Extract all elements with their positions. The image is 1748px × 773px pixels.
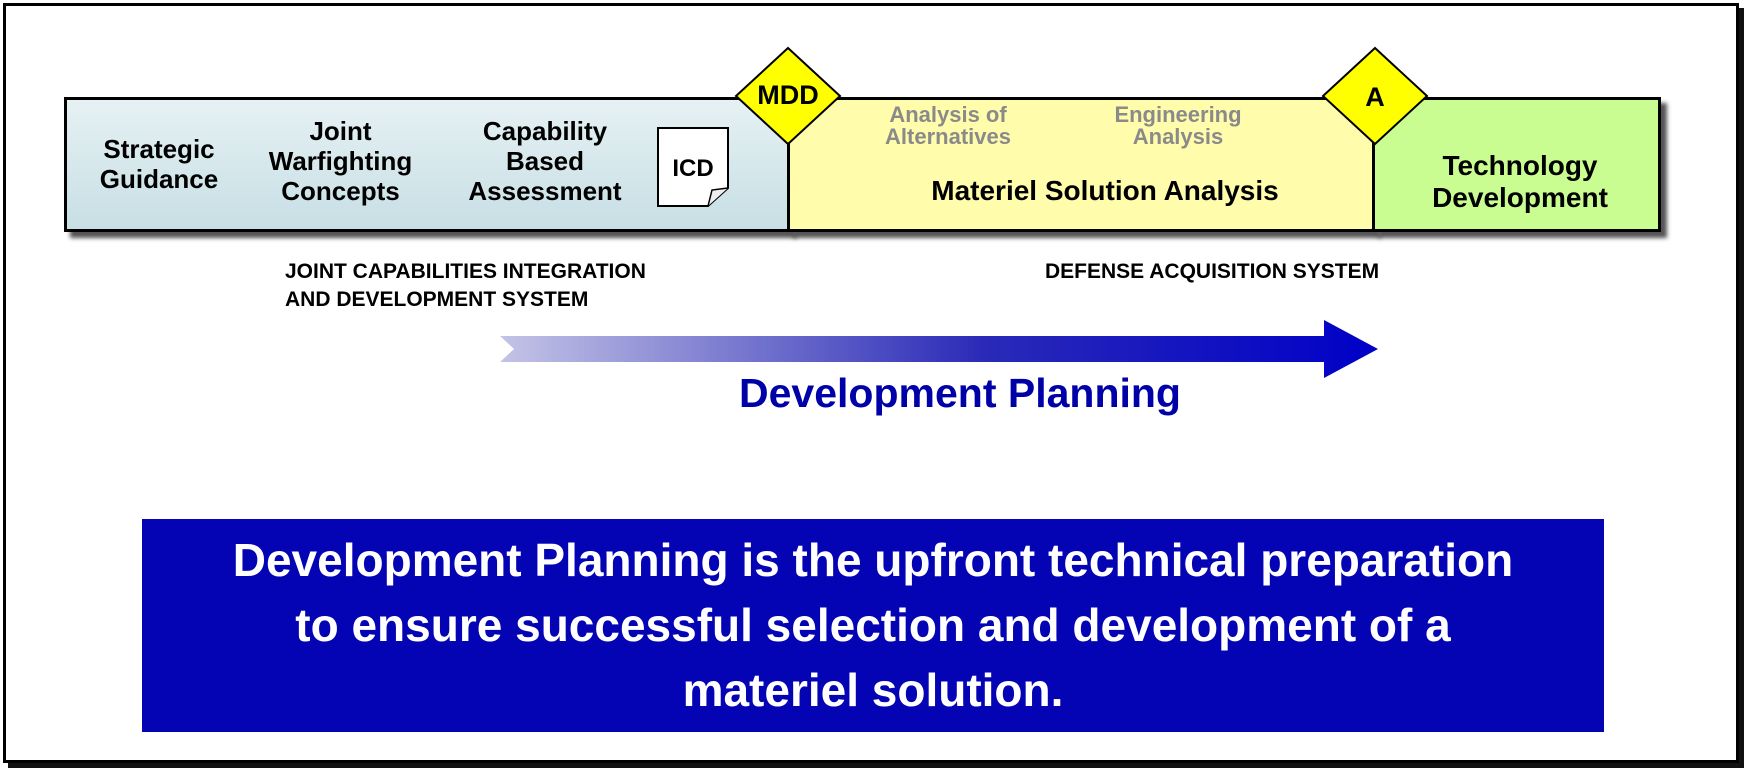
development-planning-arrow: [500, 320, 1378, 378]
strategic-guidance-label: Strategic Guidance: [99, 134, 219, 194]
mdd-milestone-diamond: [734, 46, 842, 146]
technology-development-bar: [1372, 97, 1661, 232]
materiel-solution-analysis-label: Materiel Solution Analysis: [931, 175, 1279, 206]
document-icon: [657, 127, 729, 207]
engineering-analysis-label: Engineering Analysis: [1114, 102, 1242, 149]
milestone-a-diamond: [1321, 46, 1429, 146]
technology-development-label: Technology Development: [1432, 150, 1608, 214]
definition-callout: Development Planning is the upfront tech…: [142, 519, 1604, 732]
analysis-of-alternatives-label: Analysis of Alternatives: [885, 102, 1011, 149]
definition-text: Development Planning is the upfront tech…: [232, 533, 1514, 717]
development-planning-title: Development Planning: [739, 370, 1181, 416]
diagram-frame: [3, 3, 1739, 763]
capability-based-assessment-label: Capability Based Assessment: [468, 116, 622, 206]
milestone-a-label: A: [1365, 82, 1385, 112]
materiel-solution-analysis-bar: [787, 97, 1375, 232]
jcids-system-label: JOINT CAPABILITIES INTEGRATION AND DEVEL…: [285, 260, 646, 312]
icd-label: ICD: [672, 155, 714, 182]
mdd-milestone-label: MDD: [757, 80, 819, 110]
joint-warfighting-concepts-label: Joint Warfighting Concepts: [268, 116, 413, 206]
defense-acquisition-system-label: DEFENSE ACQUISITION SYSTEM: [1045, 260, 1380, 283]
